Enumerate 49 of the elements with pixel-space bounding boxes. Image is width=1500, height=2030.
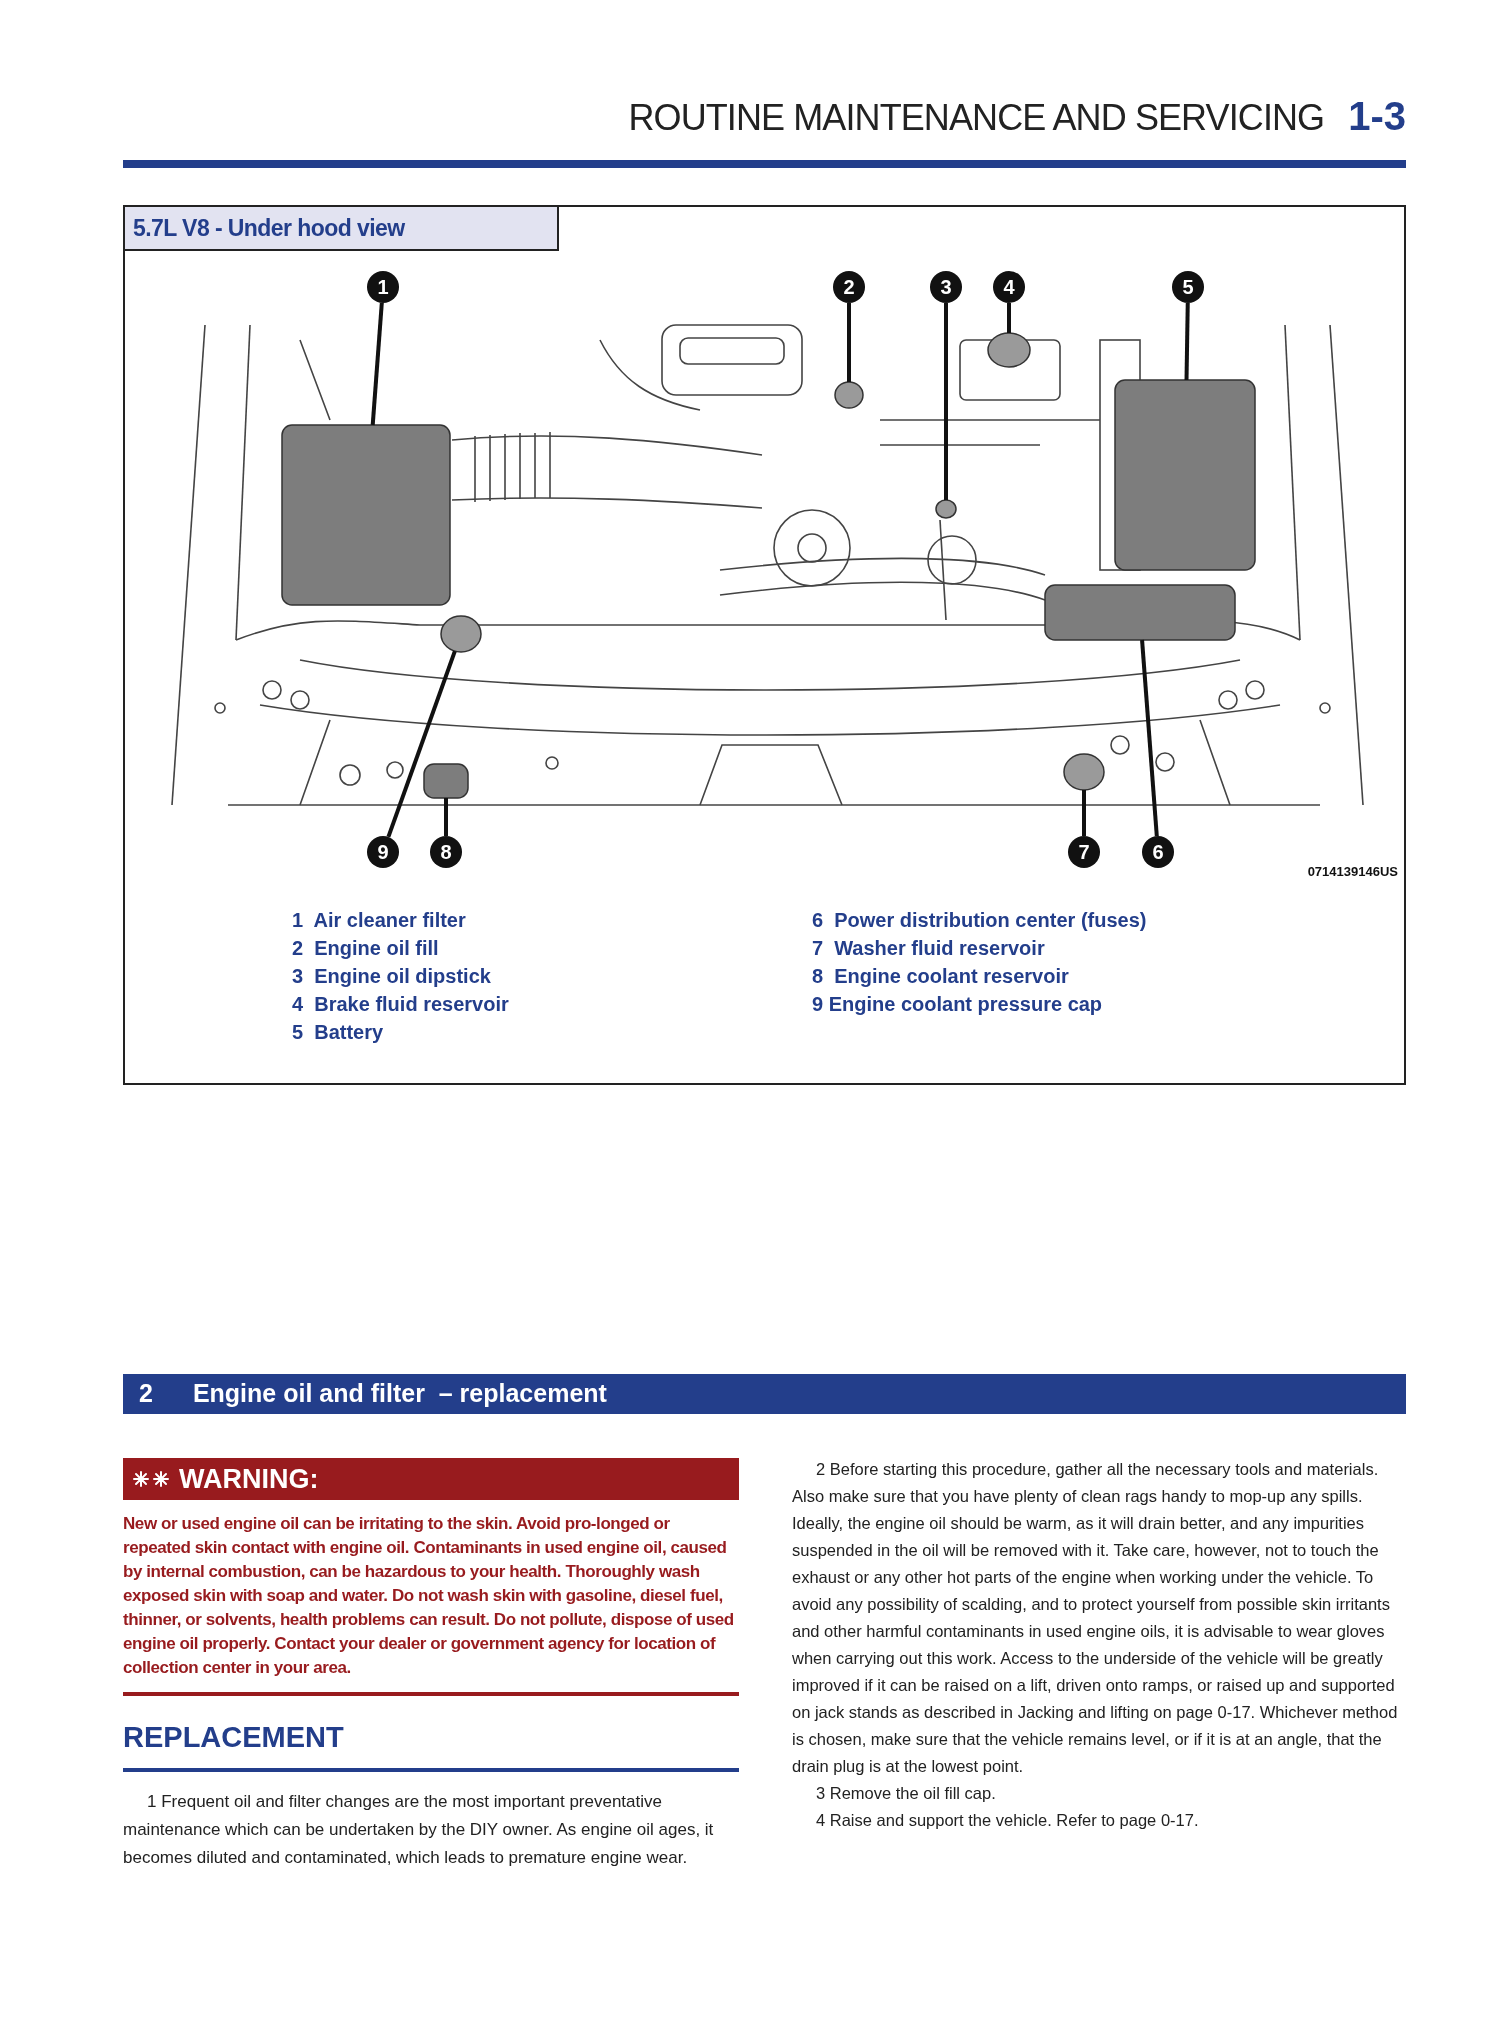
warning-heading: WARNING: [179,1462,319,1496]
leader-line [847,303,851,382]
legend-item: 8 Engine coolant reservoir [812,964,1070,988]
fuse-box [1044,584,1236,641]
leader-line [444,798,448,836]
leader-line [370,302,384,426]
legend-item: 9 Engine coolant pressure cap [812,992,1104,1016]
callout-number: 6 [1142,836,1174,868]
callout-number: 9 [367,836,399,868]
leader-line [1184,302,1190,381]
callout-number: 1 [367,271,399,303]
callout-number: 2 [833,271,865,303]
radiator-cap [440,615,482,653]
air-filter-housing [281,424,451,606]
legend-item: 2 Engine oil fill [292,936,440,960]
body-paragraph: 1 Frequent oil and filter changes are the most important preventative maintenance which can be undertaken by the DIY owner. As engine oil ages, it becomes diluted and contaminated, which leads to premature engine wear. [123,1790,715,1869]
battery [1114,379,1256,571]
section-title: Engine oil and filter – replacement [192,1378,607,1410]
legend-item: 1 Air cleaner filter [292,908,467,932]
callout-number: 4 [993,271,1025,303]
page-header: ROUTINE MAINTENANCE AND SERVICING [628,100,1325,136]
legend-item: 3 Engine oil dipstick [292,964,492,988]
leader-line [1082,790,1086,836]
dipstick-handle [935,499,957,519]
legend-item: 5 Battery [292,1020,385,1044]
brake-fluid-cap [987,332,1031,368]
figure-code: 0714139146US [1307,863,1398,881]
leader-line [1007,303,1011,333]
body-paragraph: 4 Raise and support the vehicle. Refer to page 0-17. [815,1810,1200,1831]
page-number: 1-3 [1348,96,1406,136]
subsection-heading: REPLACEMENT [123,1720,345,1755]
body-paragraph: 2 Before starting this procedure, gather all the necessary tools and materials. Also make sure that you have plenty of clean rags handy to mop-up any spills. Ideally, the engine oil should be warm, as it will drain better, and any impurities suspended in the oil will be removed with it. Take care, however, not to touch the exhaust or any other hot parts of the engine when working under the vehicle. To avoid any possibility of scalding, and to protect yourself from possible skin irritants and other harmful contaminants in used engine oils, it is advisable to wear gloves when carrying out this work. Access to the underside of the vehicle will be greatly improved if it can be raised on a lift, driven onto ramps, or raised up and supported on jack stands as described in Jacking and lifting on page 0-17. Whichever method is chosen, make sure that the vehicle remains level, or if it is at an angle, that the drain plug is at the lowest point. [792,1459,1399,1777]
callout-number: 3 [930,271,962,303]
legend-item: 6 Power distribution center (fuses) [812,908,1147,932]
leader-line [944,303,948,500]
body-paragraph: 3 Remove the oil fill cap. [815,1783,997,1804]
section-number: 2 [139,1378,153,1410]
callout-number: 5 [1172,271,1204,303]
oil-fill-cap [834,381,864,409]
leader-line [1140,639,1159,837]
washer-fluid-cap [1063,753,1105,791]
warning-text: New or used engine oil can be irritating to the skin. Avoid pro-longed or repeated skin contact with engine oil. Contaminants in used engine oil, caused by internal combustion, can be hazardous to your health. Thoroughly wash exposed skin with soap and water. Do not wash skin with gasoline, diesel fuel, thinner, or solvents, health problems can result. Do not pollute, dispose of used engine oil properly. Contact your dealer or government agency for location of collection center in your area. [123,1513,735,1679]
coolant-reservoir [423,763,469,799]
legend-item: 4 Brake fluid reservoir [292,992,509,1016]
callout-number: 8 [430,836,462,868]
figure-title-tab: 5.7L V8 - Under hood view [123,205,559,251]
leader-line [386,650,457,838]
callout-number: 7 [1068,836,1100,868]
legend-item: 7 Washer fluid reservoir [812,936,1046,960]
